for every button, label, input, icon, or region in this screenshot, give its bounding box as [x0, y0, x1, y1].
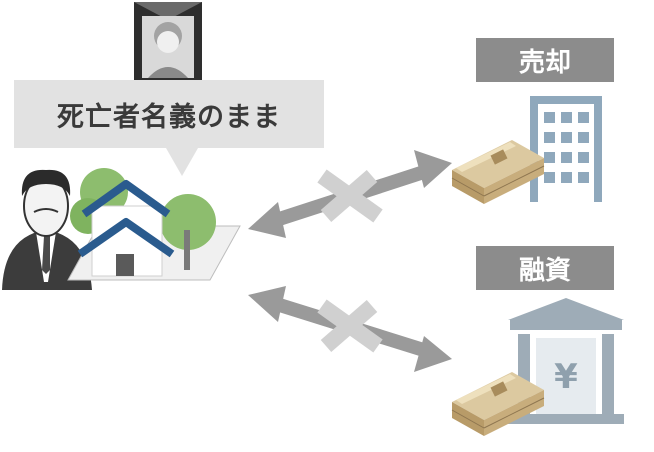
deceased-portrait-icon [134, 2, 202, 84]
money-stack-icon [451, 372, 545, 436]
cross-mark-icon [317, 299, 383, 353]
office-building-icon [530, 96, 602, 202]
sell-label-box [476, 38, 614, 82]
loan-label: 融資 [518, 255, 571, 286]
cross-mark-icon [317, 169, 383, 223]
house-with-trees-icon [67, 168, 241, 281]
money-stack-icon [451, 140, 545, 204]
loan-label-box [476, 246, 614, 290]
bank-yen-icon: ¥ [508, 298, 624, 424]
speech-bubble [14, 80, 324, 176]
sad-man-icon [2, 169, 92, 290]
svg-text:¥: ¥ [554, 357, 578, 397]
bubble-text: 死亡者名義のまま [57, 101, 281, 133]
sell-label: 売却 [518, 47, 571, 78]
